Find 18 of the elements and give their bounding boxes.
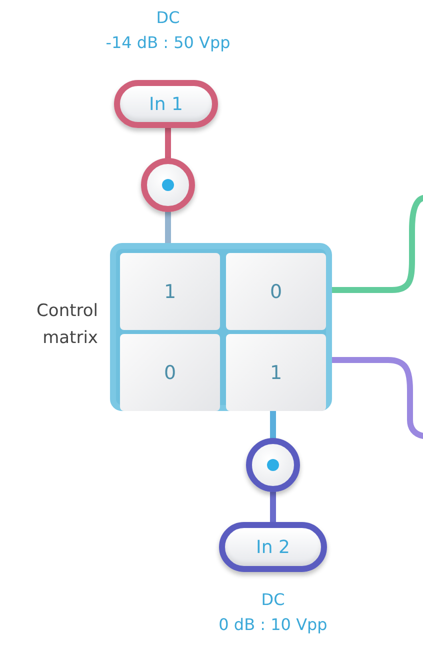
signal-spec-text: DC <box>261 590 285 609</box>
input-port-button: In 2 <box>219 522 327 572</box>
signal-spec-text: DC <box>156 8 180 27</box>
connector-jack <box>246 438 300 492</box>
signal-cable <box>270 489 276 525</box>
matrix-key: 1 <box>226 334 326 411</box>
signal-spec-text: -14 dB : 50 Vpp <box>106 33 230 52</box>
matrix-panel <box>110 243 332 411</box>
matrix-label: Control matrix <box>36 300 98 350</box>
signal-spec-text: 0 dB : 10 Vpp <box>218 615 328 634</box>
connector-jack <box>141 158 195 212</box>
signal-cable <box>270 408 276 441</box>
matrix-key: 1 <box>120 253 220 330</box>
input-port-button: In 1 <box>114 80 218 128</box>
signal-cable <box>165 209 171 246</box>
matrix-key: 0 <box>120 334 220 411</box>
matrix-key: 0 <box>226 253 326 330</box>
signal-cable <box>165 125 171 161</box>
